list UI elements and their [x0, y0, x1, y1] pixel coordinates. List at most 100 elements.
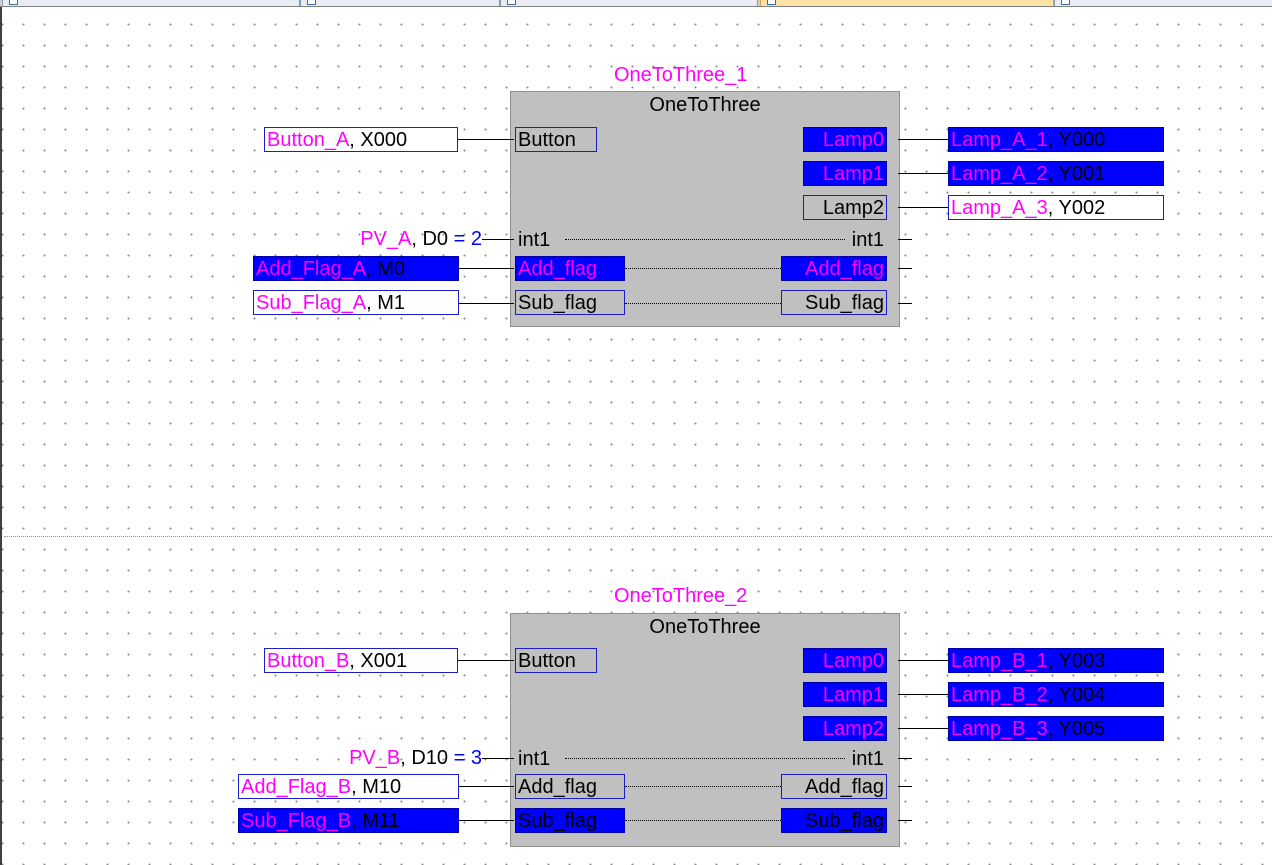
editor-tab-strip: [0, 0, 1272, 7]
pin-button[interactable]: Button: [515, 648, 597, 673]
variable-address: M0: [377, 258, 405, 280]
input-variable-button[interactable]: Button_B, X001: [264, 648, 458, 673]
variable-value: 2: [470, 228, 482, 250]
pin-int1-out[interactable]: int1: [851, 748, 884, 770]
editor-tab[interactable]: [1054, 0, 1272, 6]
variable-name: Lamp_A_2: [951, 163, 1048, 185]
wire: [482, 758, 514, 759]
variable-name: PV_A: [360, 228, 412, 250]
input-variable-add-flag[interactable]: Add_Flag_A, M0: [253, 256, 459, 281]
wire: [482, 239, 514, 240]
wire: [898, 728, 950, 729]
wire: [458, 660, 514, 661]
wire: [898, 660, 950, 661]
internal-link: [625, 303, 781, 304]
output-variable-lamp-2[interactable]: Lamp_A_2, Y001: [948, 161, 1164, 186]
wire: [898, 207, 950, 208]
internal-link: [565, 239, 845, 240]
pin-lamp1[interactable]: Lamp1: [803, 682, 887, 707]
pin-sub-flag-in[interactable]: Sub_flag: [515, 290, 625, 315]
variable-name: Lamp_B_2: [951, 684, 1048, 706]
variable-address: M10: [362, 776, 402, 798]
input-variable-sub-flag[interactable]: Sub_Flag_B, M11: [238, 808, 459, 833]
network-separator: [4, 536, 1272, 537]
document-icon: [307, 0, 316, 5]
variable-address: Y003: [1058, 650, 1106, 672]
variable-name: PV_B: [349, 747, 401, 769]
wire: [898, 173, 950, 174]
variable-name: Lamp_A_1: [951, 129, 1048, 151]
pin-lamp1[interactable]: Lamp1: [803, 161, 887, 186]
wire-stub: [898, 303, 912, 304]
fb-instance-name[interactable]: OneToThree_2: [614, 585, 748, 607]
editor-tab[interactable]: [500, 0, 758, 6]
fbd-editor-canvas[interactable]: OneToThree_1 OneToThree Button_A, X000 P…: [0, 7, 1272, 865]
variable-address: M1: [377, 292, 405, 314]
input-variable-pv[interactable]: PV_A, D0 = 2: [360, 228, 482, 250]
pin-lamp2[interactable]: Lamp2: [803, 716, 887, 741]
wire: [898, 694, 950, 695]
editor-tab[interactable]: [2, 0, 300, 6]
variable-address: M11: [362, 810, 400, 832]
fb-instance-name[interactable]: OneToThree_1: [614, 64, 748, 86]
editor-tab-active[interactable]: [760, 0, 1054, 6]
variable-name: Add_Flag_A: [256, 258, 367, 280]
variable-address: D0: [422, 228, 449, 250]
pin-int1-out[interactable]: int1: [851, 229, 884, 251]
pin-lamp0[interactable]: Lamp0: [803, 127, 887, 152]
pin-add-flag-in[interactable]: Add_flag: [515, 256, 625, 281]
input-variable-sub-flag[interactable]: Sub_Flag_A, M1: [253, 290, 459, 315]
variable-address: Y005: [1058, 718, 1106, 740]
internal-link: [625, 268, 781, 269]
variable-name: Sub_Flag_A: [256, 292, 367, 314]
input-variable-button[interactable]: Button_A, X000: [264, 127, 458, 152]
output-variable-lamp-1[interactable]: Lamp_A_1, Y000: [948, 127, 1164, 152]
output-variable-lamp-1[interactable]: Lamp_B_1, Y003: [948, 648, 1164, 673]
wire: [898, 139, 950, 140]
variable-address: D10: [411, 747, 449, 769]
internal-link: [625, 786, 781, 787]
wire-stub: [898, 758, 912, 759]
fb-type-label: OneToThree: [649, 616, 761, 638]
output-variable-lamp-3[interactable]: Lamp_A_3, Y002: [948, 195, 1164, 220]
variable-name: Sub_Flag_B: [241, 810, 352, 832]
input-variable-add-flag[interactable]: Add_Flag_B, M10: [238, 774, 459, 799]
output-variable-lamp-3[interactable]: Lamp_B_3, Y005: [948, 716, 1164, 741]
pin-add-flag-out[interactable]: Add_flag: [781, 774, 887, 799]
pin-lamp0[interactable]: Lamp0: [803, 648, 887, 673]
variable-name: Lamp_B_3: [951, 718, 1048, 740]
variable-name: Button_B: [267, 650, 350, 672]
variable-name: Lamp_B_1: [951, 650, 1048, 672]
equals-sign: =: [453, 228, 466, 250]
fb-type-label: OneToThree: [649, 94, 761, 116]
wire-stub: [898, 820, 912, 821]
document-icon: [767, 0, 776, 5]
document-icon: [1061, 0, 1070, 5]
pin-sub-flag-out[interactable]: Sub_flag: [781, 290, 887, 315]
input-variable-pv[interactable]: PV_B, D10 = 3: [349, 747, 482, 769]
variable-address: X000: [360, 129, 408, 151]
variable-address: Y002: [1058, 197, 1106, 219]
pin-int1-in[interactable]: int1: [518, 748, 551, 770]
variable-address: Y001: [1058, 163, 1106, 185]
pin-button[interactable]: Button: [515, 127, 597, 152]
internal-link: [625, 820, 781, 821]
wire: [459, 820, 514, 821]
pin-int1-in[interactable]: int1: [518, 229, 551, 251]
pin-lamp2[interactable]: Lamp2: [803, 195, 887, 220]
equals-sign: =: [453, 747, 466, 769]
output-variable-lamp-2[interactable]: Lamp_B_2, Y004: [948, 682, 1164, 707]
pin-add-flag-in[interactable]: Add_flag: [515, 774, 625, 799]
wire-stub: [898, 268, 912, 269]
pin-add-flag-out[interactable]: Add_flag: [781, 256, 887, 281]
pin-sub-flag-in[interactable]: Sub_flag: [515, 808, 625, 833]
wire: [459, 303, 514, 304]
wire: [459, 268, 514, 269]
internal-link: [565, 758, 845, 759]
variable-name: Lamp_A_3: [951, 197, 1048, 219]
document-icon: [507, 0, 516, 5]
wire-stub: [898, 239, 912, 240]
variable-name: Add_Flag_B: [241, 776, 352, 798]
editor-tab[interactable]: [300, 0, 500, 6]
pin-sub-flag-out[interactable]: Sub_flag: [781, 808, 887, 833]
